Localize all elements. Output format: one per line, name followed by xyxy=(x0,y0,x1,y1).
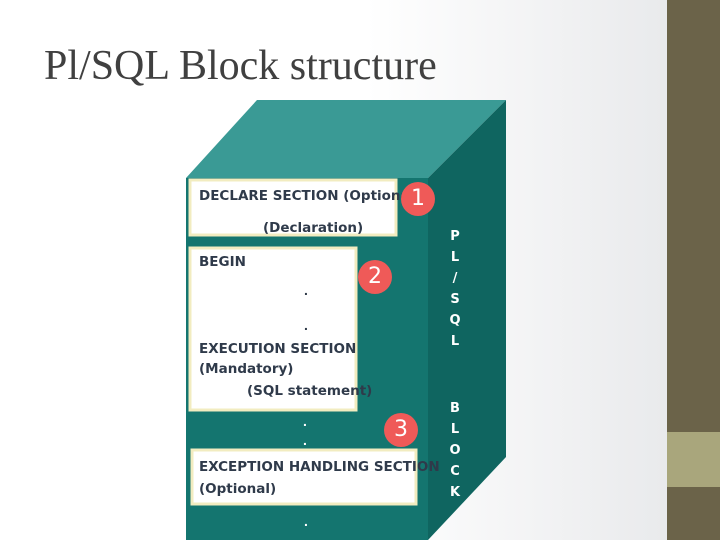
execution-section-box xyxy=(188,246,358,412)
side-letter: O xyxy=(449,443,461,458)
side-letter: L xyxy=(450,422,460,437)
side-label-plsql: P L / S Q L xyxy=(446,226,464,352)
section-badge-1: 1 xyxy=(401,182,435,216)
cube-right-face xyxy=(428,100,506,540)
declare-sub: (Declaration) xyxy=(263,220,364,236)
declare-section-box xyxy=(188,178,398,237)
execution-sub-sql: (SQL statement) xyxy=(247,383,373,399)
end-dot: . xyxy=(304,513,308,529)
slide-title: Pl/SQL Block structure xyxy=(44,43,437,89)
execution-sub-mandatory: (Mandatory) xyxy=(199,361,294,377)
declare-heading: DECLARE SECTION (Optional) xyxy=(199,188,421,204)
side-letter: Q xyxy=(449,313,461,328)
side-decor-accent xyxy=(667,432,720,487)
side-letter: K xyxy=(449,485,461,500)
exception-heading: EXCEPTION HANDLING SECTION xyxy=(199,459,440,475)
side-letter: B xyxy=(450,401,460,416)
side-label-block: B L O C K xyxy=(446,398,464,503)
execution-heading: EXECUTION SECTION xyxy=(199,341,357,357)
exception-sub: (Optional) xyxy=(199,481,277,497)
gap-dot-2: . xyxy=(303,432,307,448)
begin-label: BEGIN xyxy=(199,254,246,270)
side-letter: P xyxy=(450,229,460,244)
gap-dot-1: . xyxy=(303,413,307,429)
section-badge-3: 3 xyxy=(384,413,418,447)
exception-section-box xyxy=(190,448,418,506)
side-letter: S xyxy=(450,292,460,307)
execution-dot-1: . xyxy=(304,282,308,298)
execution-dot-2: . xyxy=(304,317,308,333)
side-letter: / xyxy=(452,271,458,286)
section-badge-2: 2 xyxy=(358,260,392,294)
cube-top-face xyxy=(186,100,506,178)
side-letter: L xyxy=(450,250,460,265)
side-letter: L xyxy=(450,334,460,349)
side-letter: C xyxy=(450,464,460,479)
